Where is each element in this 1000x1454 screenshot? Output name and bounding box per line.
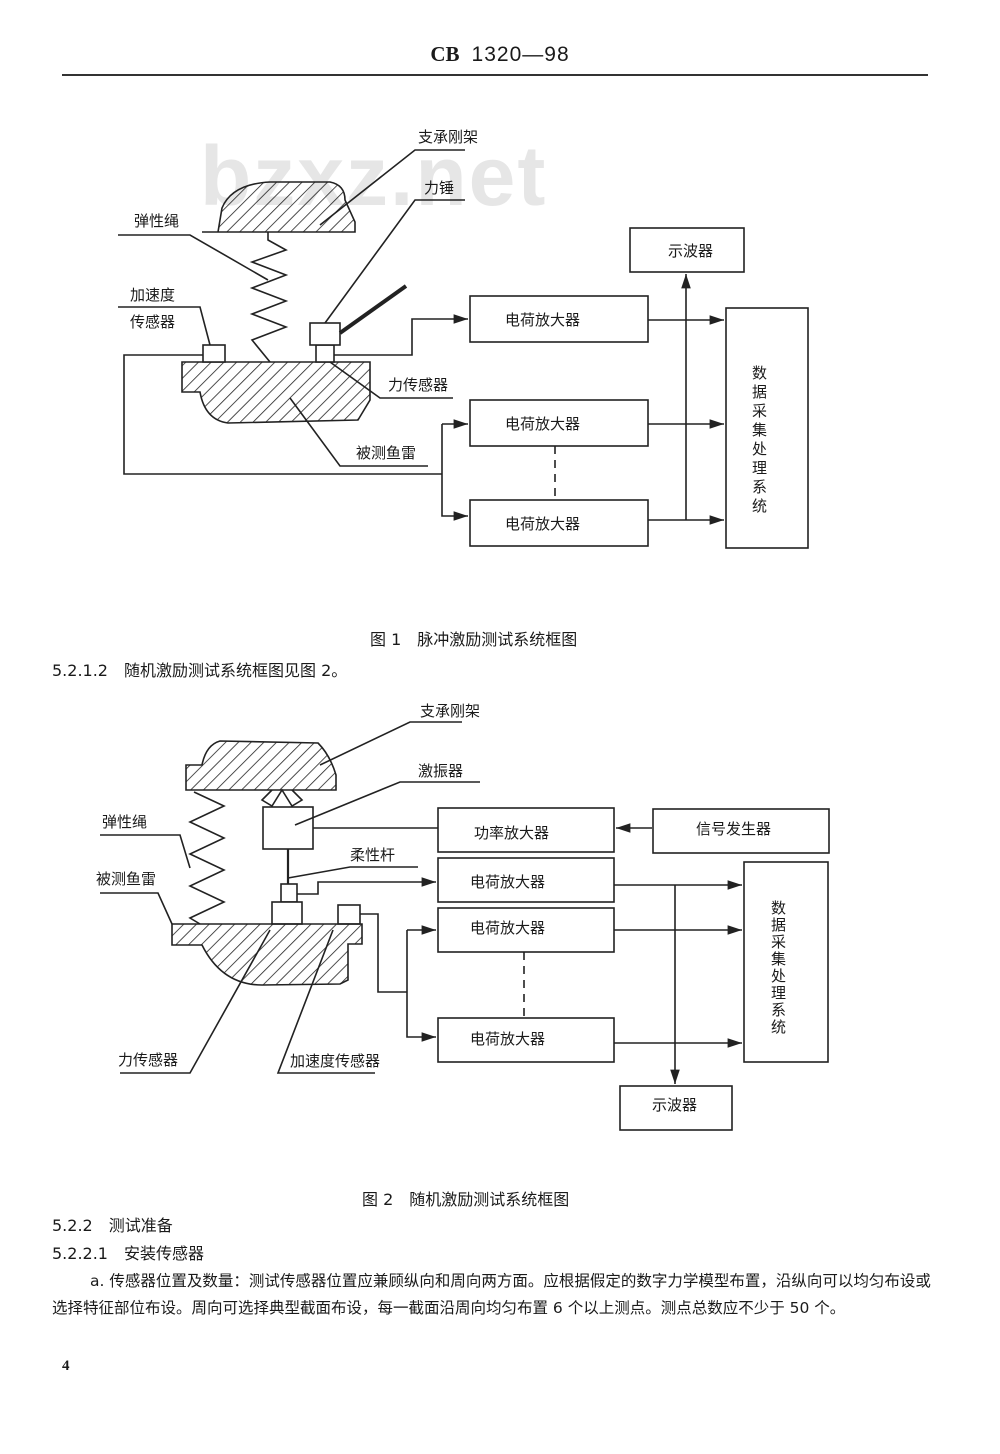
accel-sensor-shape [202, 344, 226, 363]
fig1-label-accel-1: 加速度 [130, 286, 175, 304]
fig2-force-sensor-shape [271, 901, 303, 925]
fig2-shaker-shape [262, 806, 314, 850]
section-5-2-2: 5.2.2 测试准备 [52, 1216, 173, 1235]
fig2-block-charge-amp-1: 电荷放大器 [470, 873, 545, 891]
fig1-label-torpedo: 被测鱼雷 [356, 444, 416, 462]
fig2-power-amp-box [437, 807, 615, 853]
fig1-block-charge-amp-2: 电荷放大器 [505, 415, 580, 433]
fig2-block-oscilloscope: 示波器 [652, 1096, 697, 1114]
fig2-torpedo-shape [171, 923, 363, 986]
fig2-label-shaker: 激振器 [418, 762, 463, 780]
fig2-flexible-rod-tip [280, 883, 298, 903]
standard-prefix: CB [430, 42, 460, 66]
page-header: CB 1320—98 [0, 42, 1000, 67]
fig2-charge-amp-3-box [437, 1017, 615, 1063]
fig1-oscilloscope-box [629, 227, 745, 273]
hammer-head-shape [309, 322, 341, 346]
fig2-elastic-rope-spring [188, 791, 226, 925]
fig1-label-hammer: 力锤 [424, 179, 454, 197]
fig1-label-support-frame: 支承刚架 [418, 128, 478, 146]
fig1-label-elastic-rope: 弹性绳 [134, 212, 179, 230]
fig2-support-frame-shape [185, 740, 337, 791]
fig1-charge-amp-1-box [469, 295, 649, 343]
section-5-2-2-1: 5.2.2.1 安装传感器 [52, 1244, 204, 1263]
fig1-charge-amp-3-box [469, 499, 649, 547]
fig2-block-charge-amp-2: 电荷放大器 [470, 919, 545, 937]
figure-2-diagram: 支承刚架 激振器 弹性绳 被测鱼雷 柔性杆 力传感器 加速度传感器 功率放大器 … [96, 702, 830, 1131]
paragraph-a: a. 传感器位置及数量：测试传感器位置应兼顾纵向和周向两方面。应根据假定的数字力… [52, 1272, 931, 1317]
figure-1-diagram: 支承刚架 力锤 弹性绳 加速度 传感器 力传感器 被测鱼雷 电荷放大器 电荷放大… [118, 128, 809, 549]
fig2-label-accel-sensor: 加速度传感器 [290, 1052, 380, 1070]
force-sensor-shape [315, 344, 335, 363]
page-number: 4 [62, 1358, 70, 1374]
figure-2-caption: 图 2 随机激励测试系统框图 [362, 1190, 570, 1209]
fig2-label-support-frame: 支承刚架 [420, 702, 480, 720]
fig2-block-daq: 数据采集处理系统 [769, 900, 787, 1036]
figure-1-caption: 图 1 脉冲激励测试系统框图 [370, 630, 578, 649]
fig2-accel-sensor-shape [337, 904, 361, 925]
fig2-label-flexible-rod: 柔性杆 [350, 846, 395, 864]
fig2-label-torpedo: 被测鱼雷 [96, 870, 156, 888]
fig1-daq-box [725, 307, 809, 549]
fig2-charge-amp-1-box [437, 857, 615, 903]
fig2-signal-gen-box [652, 808, 830, 854]
fig1-block-charge-amp-1: 电荷放大器 [505, 311, 580, 329]
fig1-block-daq: 数据采集处理系统 [750, 365, 768, 517]
fig2-oscilloscope-box [619, 1085, 733, 1131]
elastic-rope-spring [249, 232, 289, 363]
section-5-2-1-2: 5.2.1.2 随机激励测试系统框图见图 2。 [52, 661, 348, 680]
support-frame-shape [202, 181, 356, 233]
fig1-block-charge-amp-3: 电荷放大器 [505, 515, 580, 533]
torpedo-shape [181, 361, 371, 424]
header-rule [62, 74, 928, 76]
fig1-charge-amp-2-box [469, 399, 649, 447]
fig2-block-power-amp: 功率放大器 [474, 824, 549, 842]
standard-number: 1320—98 [471, 43, 570, 66]
fig2-label-elastic-rope: 弹性绳 [102, 813, 147, 831]
fig1-label-accel-2: 传感器 [130, 313, 175, 331]
fig2-shaker-spring [260, 788, 304, 808]
fig2-block-signal-gen: 信号发生器 [696, 820, 771, 838]
fig2-label-force-sensor: 力传感器 [118, 1051, 178, 1069]
fig2-daq-box [743, 861, 829, 1063]
fig1-block-oscilloscope: 示波器 [668, 242, 713, 260]
fig1-label-force-sensor: 力传感器 [388, 376, 448, 394]
fig2-block-charge-amp-3: 电荷放大器 [470, 1030, 545, 1048]
